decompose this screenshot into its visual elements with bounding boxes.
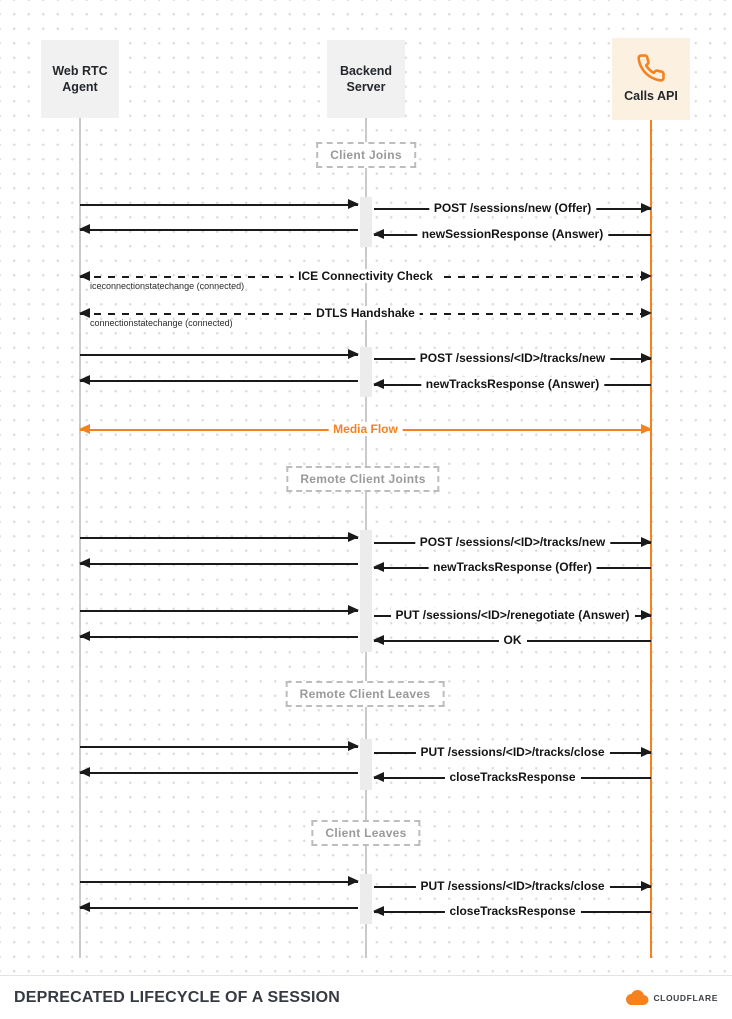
message-line [80, 563, 358, 565]
participant-calls-api: Calls API [612, 38, 690, 120]
footer: DEPRECATED LIFECYCLE OF A SESSION CLOUDF… [0, 975, 732, 1019]
message-label: closeTracksResponse [444, 904, 581, 918]
message-label: ICE Connectivity Check [293, 269, 438, 283]
message-line [80, 746, 358, 748]
cloudflare-logo: CLOUDFLARE [625, 990, 718, 1005]
message-line [80, 772, 358, 774]
arrowhead-right-icon [348, 349, 359, 359]
participant-backend-server: Backend Server [327, 40, 405, 118]
arrowhead-left-icon [373, 906, 384, 916]
message-note: connectionstatechange (connected) [90, 318, 233, 328]
message-label: newTracksResponse (Answer) [420, 377, 605, 391]
arrowhead-right-icon [641, 881, 652, 891]
message-label: newSessionResponse (Answer) [416, 227, 609, 241]
diagram-title: DEPRECATED LIFECYCLE OF A SESSION [14, 988, 341, 1006]
arrowhead-left-icon [79, 631, 90, 641]
cloudflare-logo-text: CLOUDFLARE [653, 992, 718, 1003]
arrowhead-left-icon [79, 767, 90, 777]
arrowhead-left-icon [373, 635, 384, 645]
arrowhead-left-icon [79, 424, 90, 434]
activation-bar [360, 739, 372, 790]
message-line [80, 537, 358, 539]
message-line [80, 907, 358, 909]
arrowhead-right-icon [641, 308, 652, 318]
message-line [80, 610, 358, 612]
section-remote-client-leaves: Remote Client Leaves [285, 681, 445, 707]
arrowhead-left-icon [373, 229, 384, 239]
arrowhead-right-icon [641, 537, 652, 547]
arrowhead-right-icon [348, 876, 359, 886]
arrowhead-right-icon [641, 747, 652, 757]
arrowhead-right-icon [641, 353, 652, 363]
arrowhead-right-icon [641, 203, 652, 213]
arrowhead-left-icon [79, 271, 90, 281]
arrowhead-right-icon [348, 532, 359, 542]
activation-bar [360, 347, 372, 397]
message-note: iceconnectionstatechange (connected) [90, 281, 245, 291]
section-client-leaves: Client Leaves [311, 820, 421, 846]
arrowhead-left-icon [79, 558, 90, 568]
arrowhead-left-icon [373, 772, 384, 782]
arrowhead-right-icon [348, 741, 359, 751]
message-label: Media Flow [328, 422, 403, 436]
cloudflare-cloud-icon [625, 990, 649, 1005]
arrowhead-right-icon [641, 610, 652, 620]
message-label: OK [498, 633, 527, 647]
message-label: POST /sessions/<ID>/tracks/new [414, 351, 611, 365]
section-remote-client-joints: Remote Client Joints [286, 466, 440, 492]
participant-label: Backend Server [339, 63, 393, 94]
arrowhead-left-icon [373, 379, 384, 389]
arrowhead-right-icon [641, 424, 652, 434]
arrowhead-left-icon [373, 562, 384, 572]
message-label: PUT /sessions/<ID>/tracks/close [415, 745, 610, 759]
activation-bar [360, 874, 372, 924]
message-label: PUT /sessions/<ID>/renegotiate (Answer) [390, 608, 635, 622]
arrowhead-right-icon [641, 271, 652, 281]
activation-bar [360, 530, 372, 652]
arrowhead-left-icon [79, 902, 90, 912]
arrowhead-left-icon [79, 375, 90, 385]
message-label: newTracksResponse (Offer) [428, 560, 597, 574]
message-line [80, 229, 358, 231]
message-line [80, 380, 358, 382]
message-line [80, 636, 358, 638]
message-line [80, 354, 358, 356]
message-label: closeTracksResponse [444, 770, 581, 784]
message-line [80, 204, 358, 206]
arrowhead-right-icon [348, 605, 359, 615]
arrowhead-left-icon [79, 224, 90, 234]
phone-icon [636, 53, 666, 83]
activation-bar [360, 197, 372, 247]
message-line [80, 881, 358, 883]
message-label: DTLS Handshake [311, 306, 420, 320]
participant-webrtc-agent: Web RTC Agent [41, 40, 119, 118]
message-label: POST /sessions/<ID>/tracks/new [414, 535, 611, 549]
section-client-joins: Client Joins [316, 142, 416, 168]
arrowhead-left-icon [79, 308, 90, 318]
participant-label: Calls API [624, 89, 678, 104]
message-label: POST /sessions/new (Offer) [428, 201, 597, 215]
arrowhead-right-icon [348, 199, 359, 209]
message-label: PUT /sessions/<ID>/tracks/close [415, 879, 610, 893]
participant-label: Web RTC Agent [52, 63, 108, 94]
